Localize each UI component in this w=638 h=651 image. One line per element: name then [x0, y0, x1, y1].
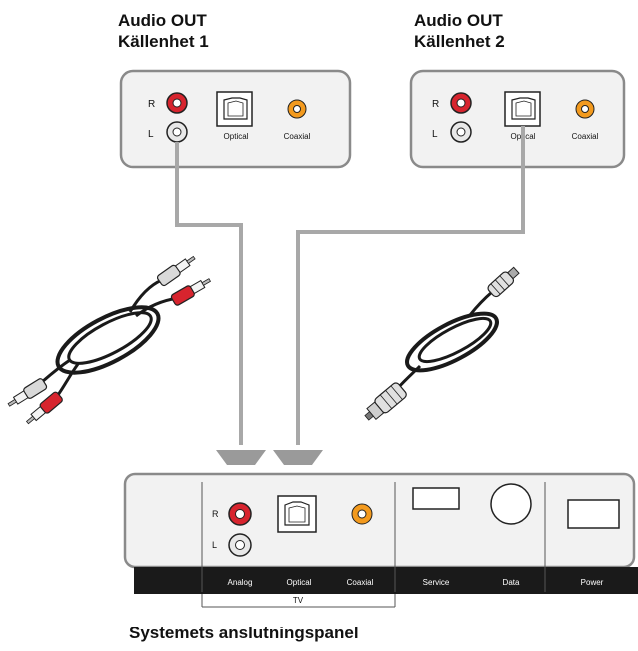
panel-box [123, 472, 636, 569]
panel-label-bar [134, 567, 638, 594]
source2-title: Audio OUT Källenhet 2 [414, 10, 505, 52]
source2-device: R L Optical Coaxial [409, 69, 626, 169]
bar-label-service: Service [423, 578, 450, 587]
optical-cable-illustration [364, 266, 520, 421]
rca-cable-illustration [7, 255, 212, 425]
panel-red-rca-center [235, 509, 245, 519]
bar-label-coaxial: Coaxial [347, 578, 374, 587]
panel-title: Systemets anslutningspanel [129, 623, 359, 642]
source1-l-label: L [148, 129, 154, 140]
source1-title-line1: Audio OUT [118, 11, 207, 30]
bar-label-data: Data [503, 578, 520, 587]
bar-label-optical: Optical [287, 578, 312, 587]
panel-white-rca-center [235, 540, 245, 550]
source2-title-line1: Audio OUT [414, 11, 503, 30]
source2-r-label: R [432, 99, 439, 110]
panel-service-port [412, 487, 460, 510]
source2-optical-port [504, 91, 541, 127]
panel-l-label: L [212, 540, 217, 550]
source1-title-line2: Källenhet 1 [118, 32, 209, 51]
source1-optical-label: Optical [224, 132, 249, 141]
tv-label: TV [293, 596, 304, 605]
bar-label-power: Power [581, 578, 604, 587]
panel-r-label: R [212, 509, 219, 519]
panel-power-port [567, 499, 620, 529]
source1-white-rca-center [172, 127, 182, 137]
analog-connection-line [175, 142, 243, 445]
source1-coaxial-center [293, 105, 301, 113]
source1-title: Audio OUT Källenhet 1 [118, 10, 209, 52]
source2-title-line2: Källenhet 2 [414, 32, 505, 51]
panel-data-port [490, 483, 532, 525]
bar-label-analog: Analog [228, 578, 253, 587]
source1-optical-port [216, 91, 253, 127]
source1-coaxial-label: Coaxial [284, 132, 311, 141]
panel-coaxial-center [357, 509, 367, 519]
optical-connection-line [296, 126, 525, 445]
source1-r-label: R [148, 99, 155, 110]
source2-red-rca-center [456, 98, 466, 108]
panel-optical-port [277, 495, 317, 533]
source2-white-rca-center [456, 127, 466, 137]
source2-coaxial-center [581, 105, 589, 113]
source1-red-rca-center [172, 98, 182, 108]
source2-l-label: L [432, 129, 438, 140]
source1-device: R L Optical Coaxial [119, 69, 352, 169]
system-panel: R L Analog Optical Coaxial Service Data … [119, 465, 638, 627]
source2-coaxial-label: Coaxial [572, 132, 599, 141]
